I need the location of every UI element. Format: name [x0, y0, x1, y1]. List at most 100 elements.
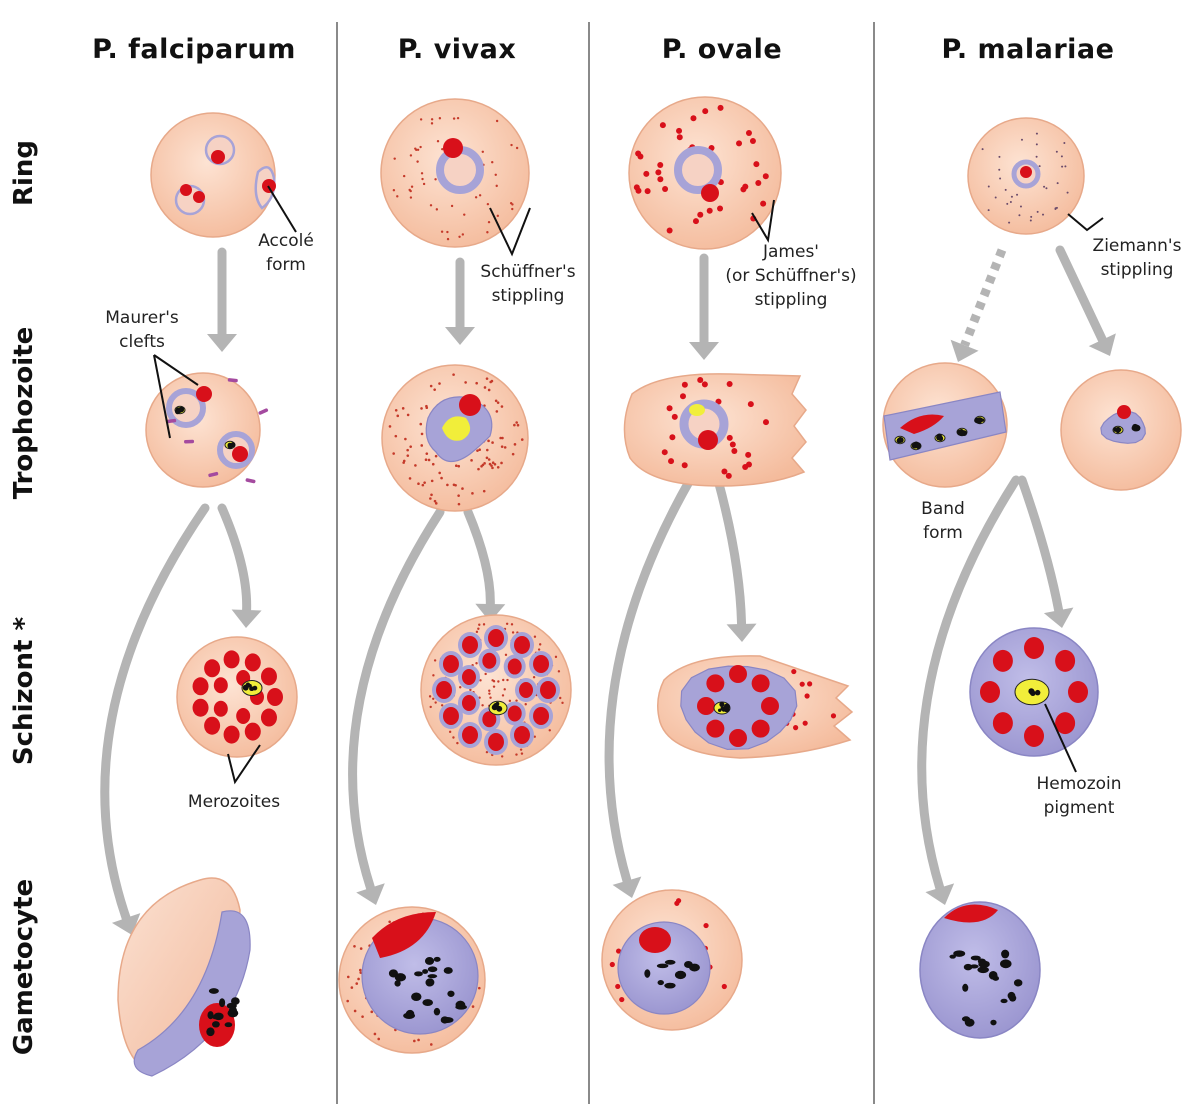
stipple-dot [396, 195, 398, 197]
stipple-dot [433, 388, 436, 391]
stipple-dot [484, 386, 487, 389]
stipple-dot [409, 477, 412, 480]
stipple-dot [417, 482, 420, 485]
merozoite [514, 636, 530, 654]
merozoite [519, 682, 533, 698]
pigment-granule [456, 1001, 466, 1010]
maurers-cleft [184, 440, 194, 444]
stipple-dot [494, 463, 497, 466]
merozoite [204, 717, 220, 735]
pigment-granule [965, 1019, 975, 1027]
stipple-dot [489, 697, 491, 699]
label-hemozoin-line1: Hemozoin [1024, 772, 1134, 796]
stipple-dot [1056, 151, 1058, 153]
stipple-dot [402, 461, 405, 464]
stipple-dot [429, 695, 431, 697]
pigment-granule [665, 960, 676, 965]
chromatin-dot [1117, 405, 1131, 419]
stipple-dot [1036, 143, 1038, 145]
arrow-vivax-troph-schizont [468, 512, 505, 622]
stipple-dot [434, 701, 436, 703]
pigment-granule [422, 969, 428, 974]
pigment-grain [1136, 427, 1140, 431]
stipple-dot [763, 419, 769, 425]
label-accole-line1: Accolé [254, 229, 318, 253]
stipple-dot [538, 648, 540, 650]
stipple-dot [403, 175, 405, 177]
row-label-trophozoite: Trophozoite [9, 283, 39, 543]
stipple-dot [697, 212, 703, 218]
column-title-falciparum: P. falciparum [64, 34, 324, 65]
merozoite [193, 677, 209, 695]
stipple-dot [1061, 166, 1063, 168]
label-band-line1: Band [910, 497, 976, 521]
stipple-dot [667, 228, 673, 234]
stipple-dot [425, 405, 428, 408]
maurers-cleft [245, 478, 256, 484]
arrow-head [727, 624, 757, 642]
pigment-grain [977, 419, 982, 424]
stipple-dot [432, 463, 435, 466]
stipple-dot [501, 755, 503, 757]
hemozoin-pigment [1113, 426, 1123, 434]
pigment-granule [447, 991, 454, 997]
pigment-granule [441, 1016, 449, 1023]
troph-malariae [1061, 370, 1181, 490]
stipple-dot [495, 174, 497, 176]
stipple-dot [1036, 133, 1038, 135]
stipple-dot [446, 231, 448, 233]
stipple-dot [464, 381, 467, 384]
label-accole-line2: form [254, 253, 318, 277]
stipple-dot [702, 108, 708, 114]
chromatin-dot [459, 394, 481, 416]
pigment-granule [428, 966, 438, 972]
stipple-dot [456, 742, 458, 744]
stipple-dot [453, 117, 455, 119]
stipple-dot [988, 186, 990, 188]
stipple-dot [436, 208, 438, 210]
stipple-dot [370, 1011, 373, 1014]
pigment-granule [949, 955, 955, 959]
hemozoin-pigment [489, 701, 507, 715]
stipple-dot [446, 484, 449, 487]
pigment-granule [394, 980, 400, 986]
stipple-dot [430, 1043, 433, 1046]
chromatin-dot [443, 138, 463, 158]
arrow-head [1044, 608, 1073, 628]
arrow-shaft [965, 250, 1002, 345]
merozoite [462, 636, 478, 654]
stipple-dot [447, 238, 449, 240]
pigment-granule [675, 971, 686, 979]
stipple-dot [669, 434, 675, 440]
stipple-dot [707, 208, 713, 214]
label-hemozoin: Hemozoin pigment [1024, 772, 1134, 820]
stipple-dot [657, 162, 663, 168]
label-band-form: Band form [910, 497, 976, 545]
stipple-dot [488, 221, 490, 223]
stipple-dot [504, 688, 506, 690]
stipple-dot [454, 484, 457, 487]
label-accole: Accolé form [254, 229, 318, 277]
stipple-dot [510, 144, 512, 146]
troph-falciparum [146, 373, 269, 487]
stipple-dot [486, 449, 489, 452]
stipple-dot [746, 130, 752, 136]
merozoite [993, 650, 1013, 672]
stipple-dot [497, 466, 500, 469]
merozoite [488, 733, 504, 751]
ring-ovale [629, 97, 781, 249]
pigment-granule [428, 974, 438, 978]
stipple-dot [432, 674, 434, 676]
stipple-dot [1018, 214, 1020, 216]
stipple-dot [1030, 216, 1032, 218]
stipple-dot [718, 105, 724, 111]
stipple-dot [481, 704, 483, 706]
stipple-dot [750, 138, 756, 144]
stipple-dot [525, 703, 527, 705]
stipple-dot [486, 231, 488, 233]
stipple-dot [680, 393, 686, 399]
stipple-dot [668, 458, 674, 464]
chromatin-dot [196, 386, 212, 402]
stipple-dot [357, 978, 360, 981]
stipple-dot [430, 204, 432, 206]
